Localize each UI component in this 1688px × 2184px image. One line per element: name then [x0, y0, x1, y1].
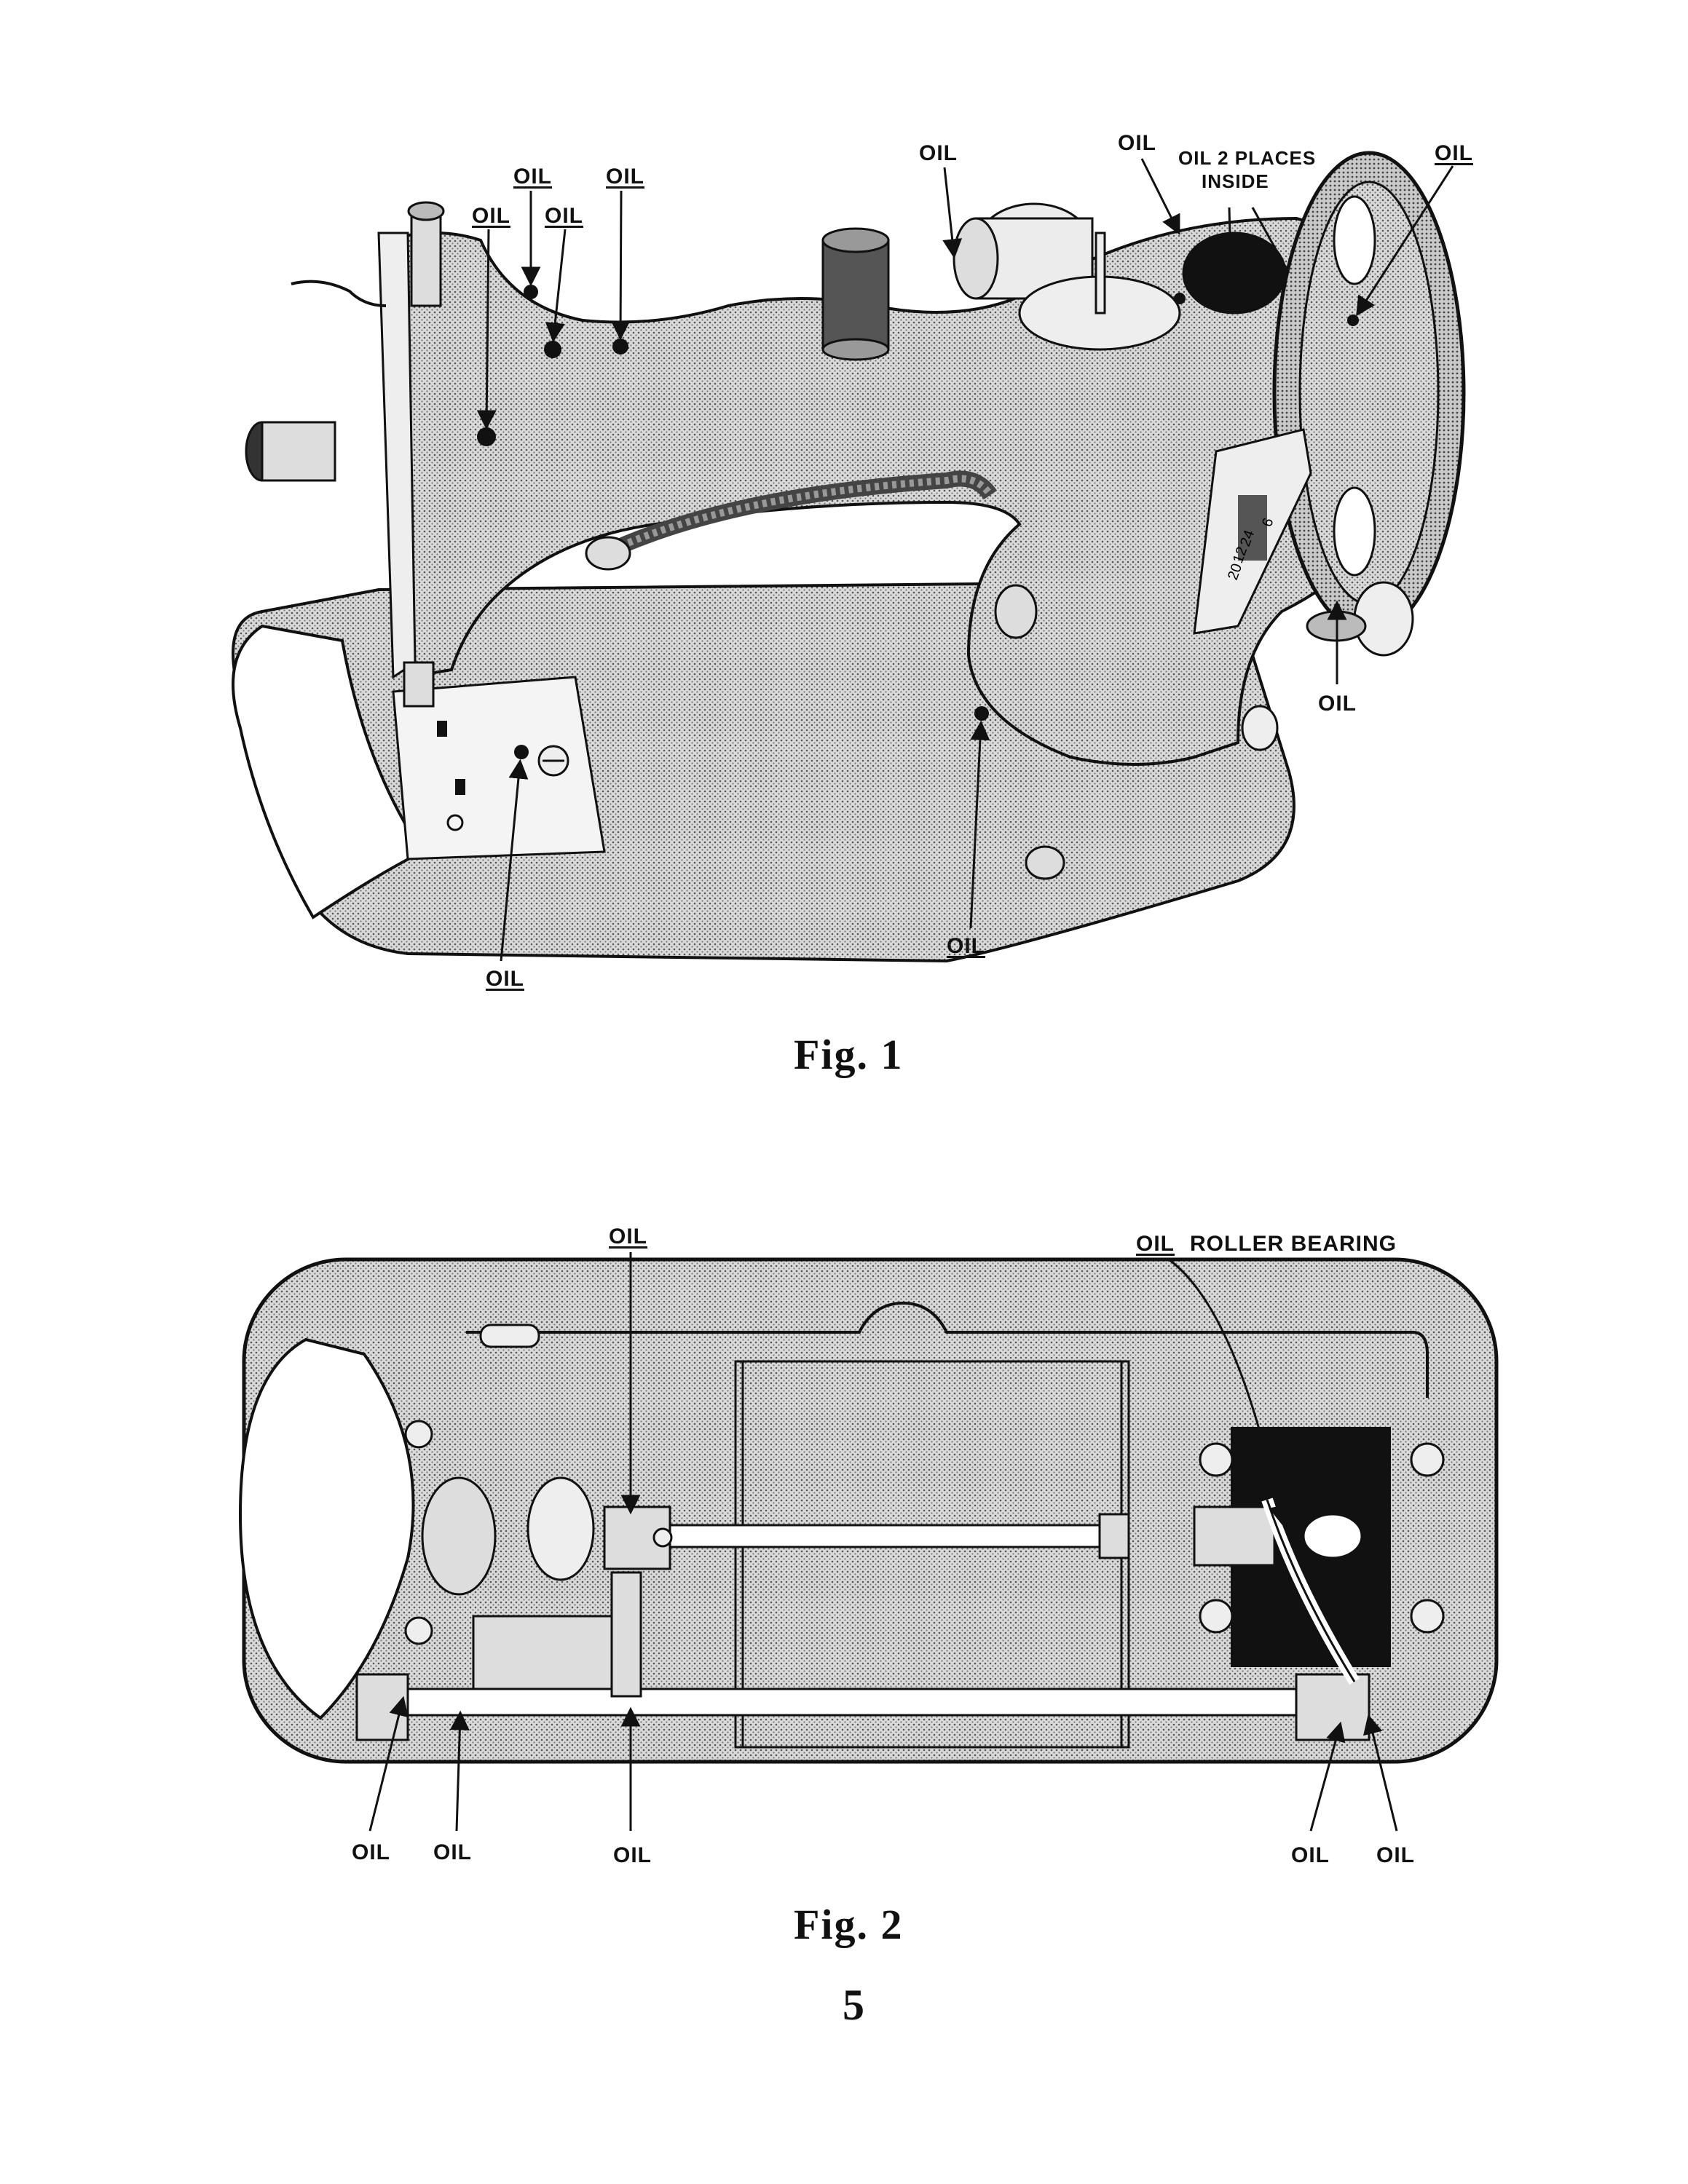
oil-label: OIL: [1136, 1232, 1175, 1256]
oil-label: OIL: [352, 1840, 390, 1864]
oil-label: OIL: [606, 165, 644, 189]
thread-spool: [821, 239, 890, 351]
figure-2-caption: Fig. 2: [794, 1901, 904, 1948]
oil-label: OIL: [919, 141, 958, 165]
oil-label: OIL: [947, 934, 985, 958]
roller-bearing-label: ROLLER BEARING: [1190, 1232, 1397, 1256]
inside-label: INSIDE: [1202, 170, 1269, 192]
oil-label: OIL: [486, 967, 524, 991]
oil-label: OIL: [1376, 1843, 1415, 1867]
oil-label: OIL: [513, 165, 552, 189]
oil-label: OIL: [1435, 141, 1473, 165]
bed-front-curve: [232, 624, 425, 919]
oil-label: OIL: [1318, 692, 1357, 716]
oil-places-label: OIL 2 PLACES: [1178, 147, 1317, 169]
underside-curve: [238, 1337, 415, 1720]
oil-label: OIL: [609, 1224, 647, 1249]
hook-assembly: [421, 1476, 497, 1596]
oil-label: OIL: [1118, 131, 1156, 155]
figure-1-caption: Fig. 1: [794, 1031, 904, 1078]
oil-label: OIL: [545, 204, 583, 228]
oil-label: OIL: [433, 1840, 472, 1864]
main-shaft: [647, 1524, 1116, 1548]
figure-2-underside: [238, 1252, 1499, 1832]
oil-cavity: [1182, 232, 1287, 314]
oil-label: OIL: [613, 1843, 652, 1867]
oil-label: OIL: [1291, 1843, 1330, 1867]
page-number: 5: [843, 1981, 864, 2029]
oil-label: OIL: [472, 204, 510, 228]
feed-shaft: [399, 1688, 1349, 1717]
